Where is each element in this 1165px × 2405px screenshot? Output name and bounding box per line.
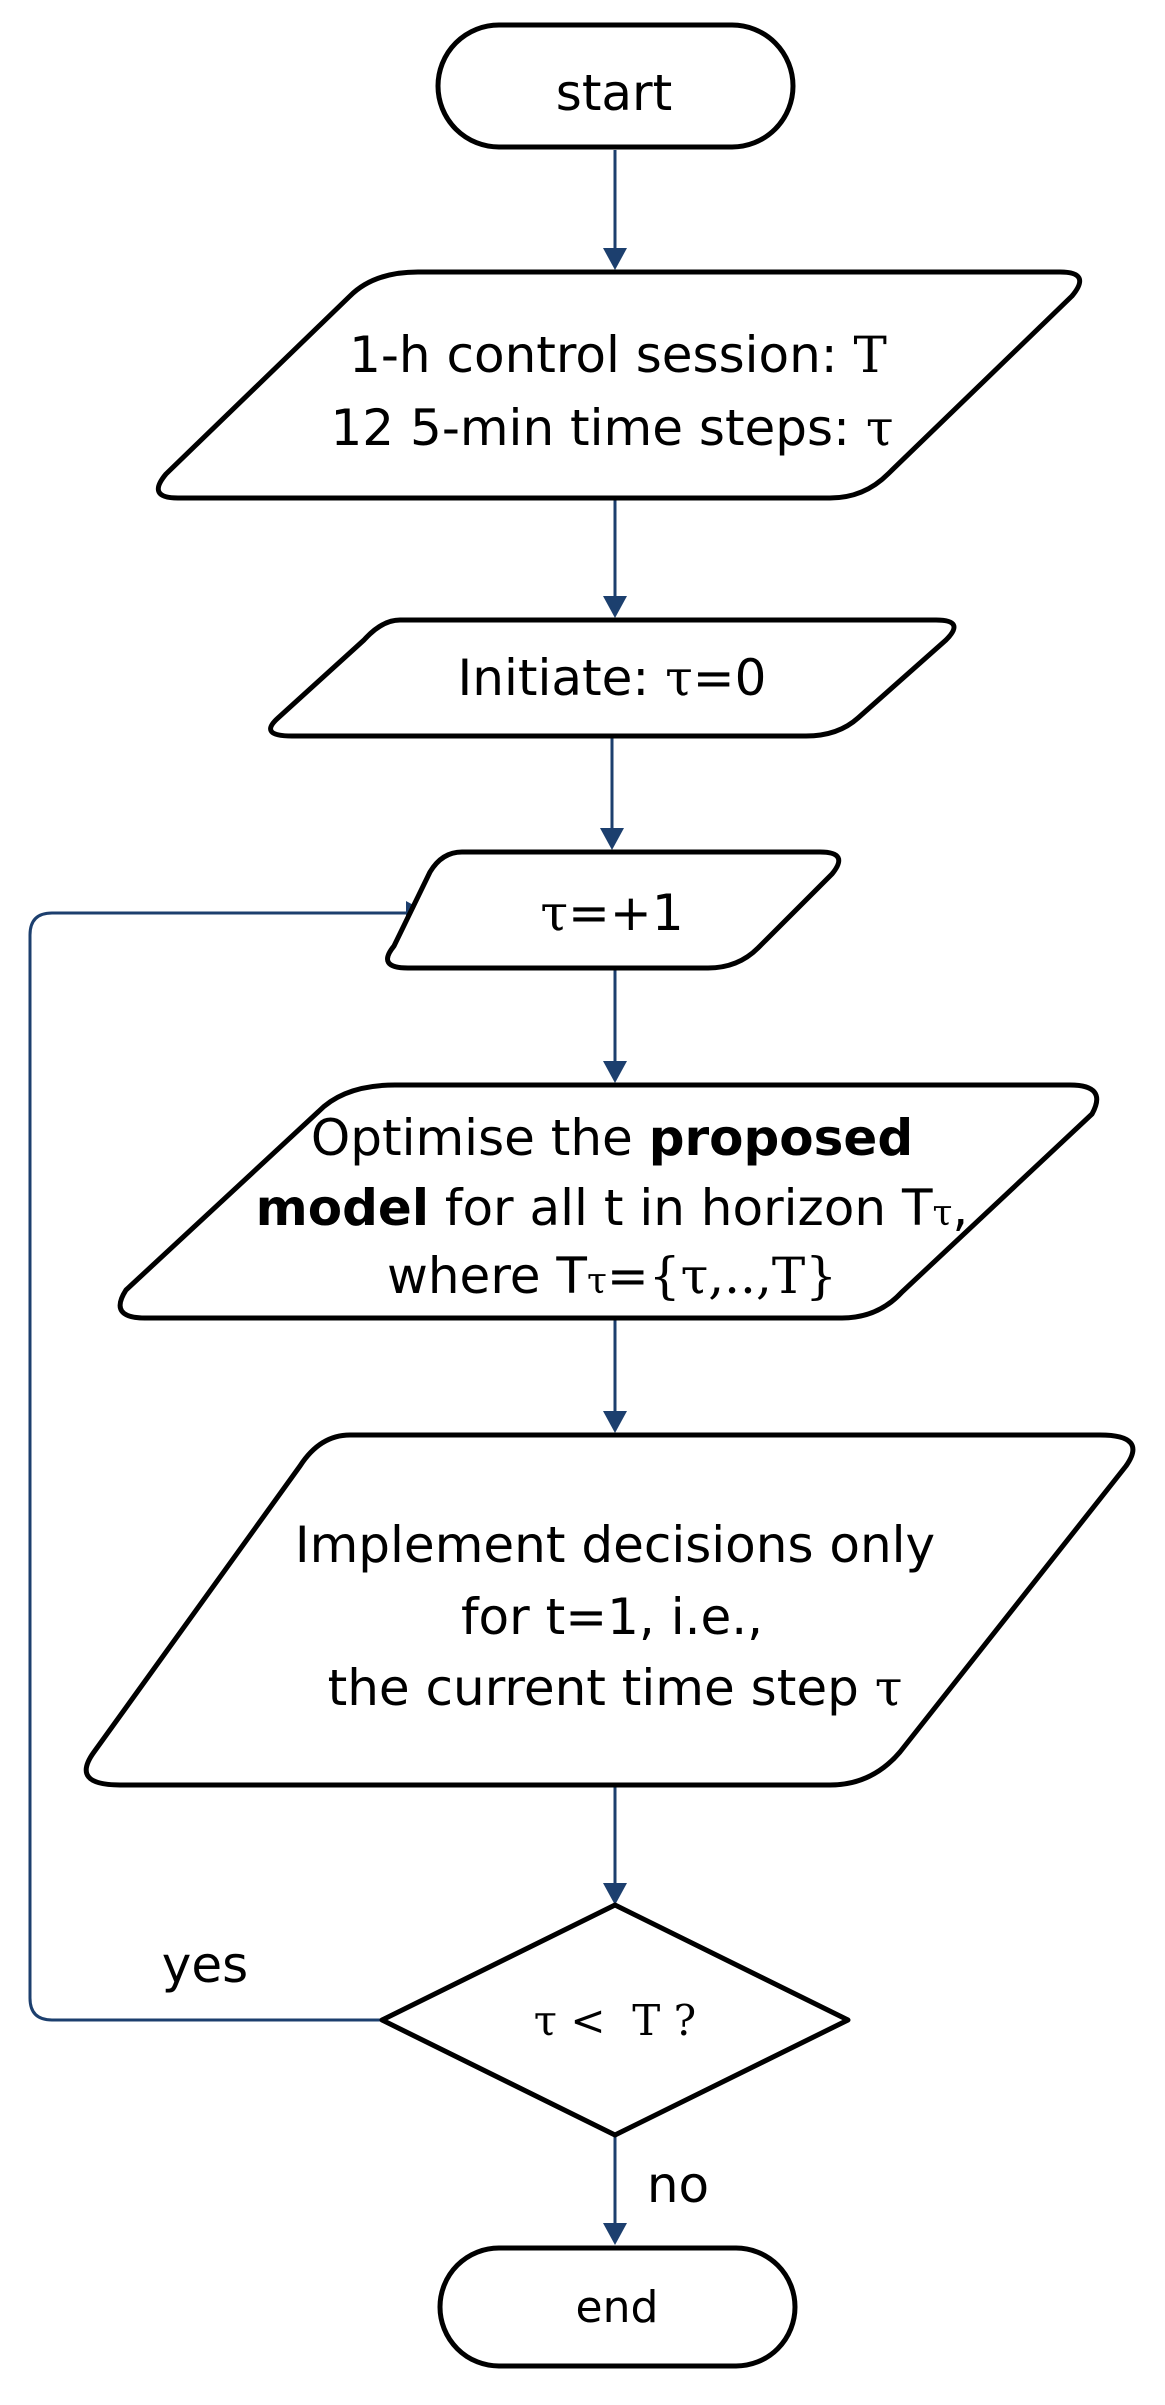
yes-label: yes — [162, 1936, 248, 1994]
arrowhead — [603, 2223, 627, 2245]
implement-shape — [83, 1432, 1136, 1788]
optimise-line-2: model for all t in horizon Tτ, — [256, 1179, 969, 1237]
implement-line-1: Implement decisions only — [295, 1516, 935, 1574]
end-shape — [437, 2245, 798, 2369]
implement-line-2: for t=1, i.e., — [461, 1588, 763, 1646]
initiate-node: Initiate: τ=0 — [268, 617, 957, 739]
start-terminator: start — [435, 22, 796, 150]
increment-label: τ=+1 — [540, 884, 683, 942]
arrowhead — [603, 1061, 627, 1083]
increment-shape — [385, 849, 842, 971]
arrowhead — [603, 248, 627, 270]
optimise-node: Optimise the proposed model for all t in… — [117, 1082, 1100, 1321]
end-terminator: end — [437, 2245, 798, 2369]
decision-label: τ < T ? — [534, 1996, 696, 2045]
increment-node: τ=+1 — [385, 849, 842, 971]
start-label: start — [556, 64, 672, 122]
arrowhead — [603, 1411, 627, 1433]
optimise-shape — [117, 1082, 1100, 1321]
decision-node: τ < T ? — [379, 1902, 851, 2138]
implement-line-3: the current time step τ — [328, 1659, 903, 1717]
session-node: 1-h control session: T 12 5-min time ste… — [155, 269, 1083, 501]
arrowhead — [603, 596, 627, 618]
decision-shape — [379, 1902, 851, 2138]
initiate-label: Initiate: τ=0 — [458, 649, 767, 707]
connectors — [28, 150, 627, 2245]
initiate-shape — [268, 617, 957, 739]
optimise-line-1: Optimise the proposed — [311, 1109, 913, 1167]
end-label: end — [576, 2282, 659, 2333]
loop-back-connector — [28, 911, 408, 2022]
session-shape — [155, 269, 1083, 501]
start-shape — [435, 22, 796, 150]
optimise-line-3: where Tτ={τ,..,T} — [387, 1247, 837, 1305]
no-label: no — [647, 2156, 709, 2214]
session-line-1: 1-h control session: T — [349, 326, 887, 384]
arrowhead — [603, 1883, 627, 1905]
arrowhead — [600, 828, 624, 850]
implement-node: Implement decisions only for t=1, i.e., … — [83, 1432, 1136, 1788]
session-line-2: 12 5-min time steps: τ — [330, 399, 893, 457]
